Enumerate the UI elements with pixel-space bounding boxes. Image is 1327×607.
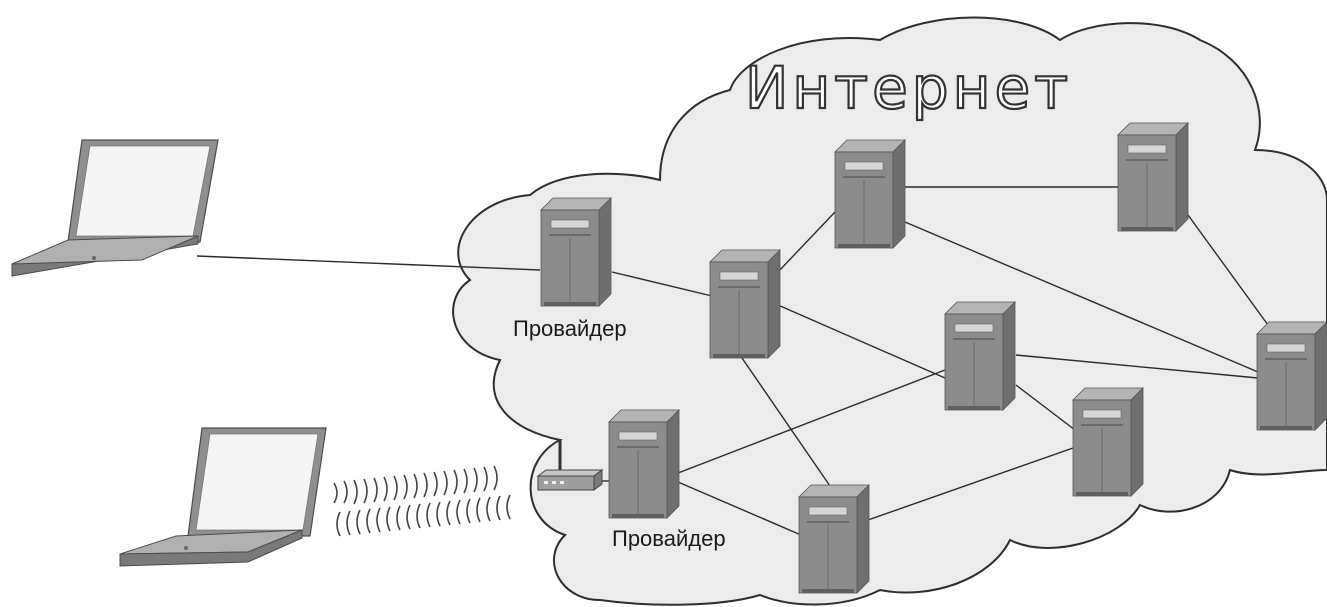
link-server2-server3 xyxy=(777,211,836,273)
server-icon-5 xyxy=(944,301,1016,411)
server-icon-3 xyxy=(834,139,906,249)
link-server4-server9 xyxy=(1187,214,1269,326)
server-icon-provider-bottom xyxy=(608,409,680,519)
link-provider1-server2 xyxy=(611,271,713,297)
laptop-icon xyxy=(11,139,219,277)
server-icon-9 xyxy=(1256,321,1327,431)
wireless-signal-in xyxy=(336,494,511,537)
server-icon-4 xyxy=(1117,122,1189,232)
server-icon-2 xyxy=(709,249,781,359)
link-provider2-server5 xyxy=(677,369,946,474)
wireless-signal-icon xyxy=(333,465,511,537)
link-server5-server9 xyxy=(1015,354,1259,379)
cloud-title: Интернет xyxy=(745,54,1072,122)
link-provider2-server8 xyxy=(677,481,802,536)
wireless-router-icon xyxy=(536,440,604,491)
link-server2-server5 xyxy=(777,304,946,379)
connections xyxy=(196,186,1269,536)
server-icon-8 xyxy=(798,484,870,594)
server-icon-provider-top xyxy=(540,197,612,307)
link-server3-server9 xyxy=(904,221,1259,373)
server-icon-6 xyxy=(1072,387,1144,497)
provider-label-bottom: Провайдер xyxy=(612,526,726,551)
link-laptop-provider xyxy=(196,255,541,271)
provider-label-top: Провайдер xyxy=(513,316,627,341)
wireless-signal-out xyxy=(333,465,498,505)
link-server5-server6 xyxy=(1015,384,1076,431)
link-server8-server6 xyxy=(867,447,1074,521)
laptop-icon xyxy=(119,427,327,567)
link-server2-server8 xyxy=(741,357,831,487)
